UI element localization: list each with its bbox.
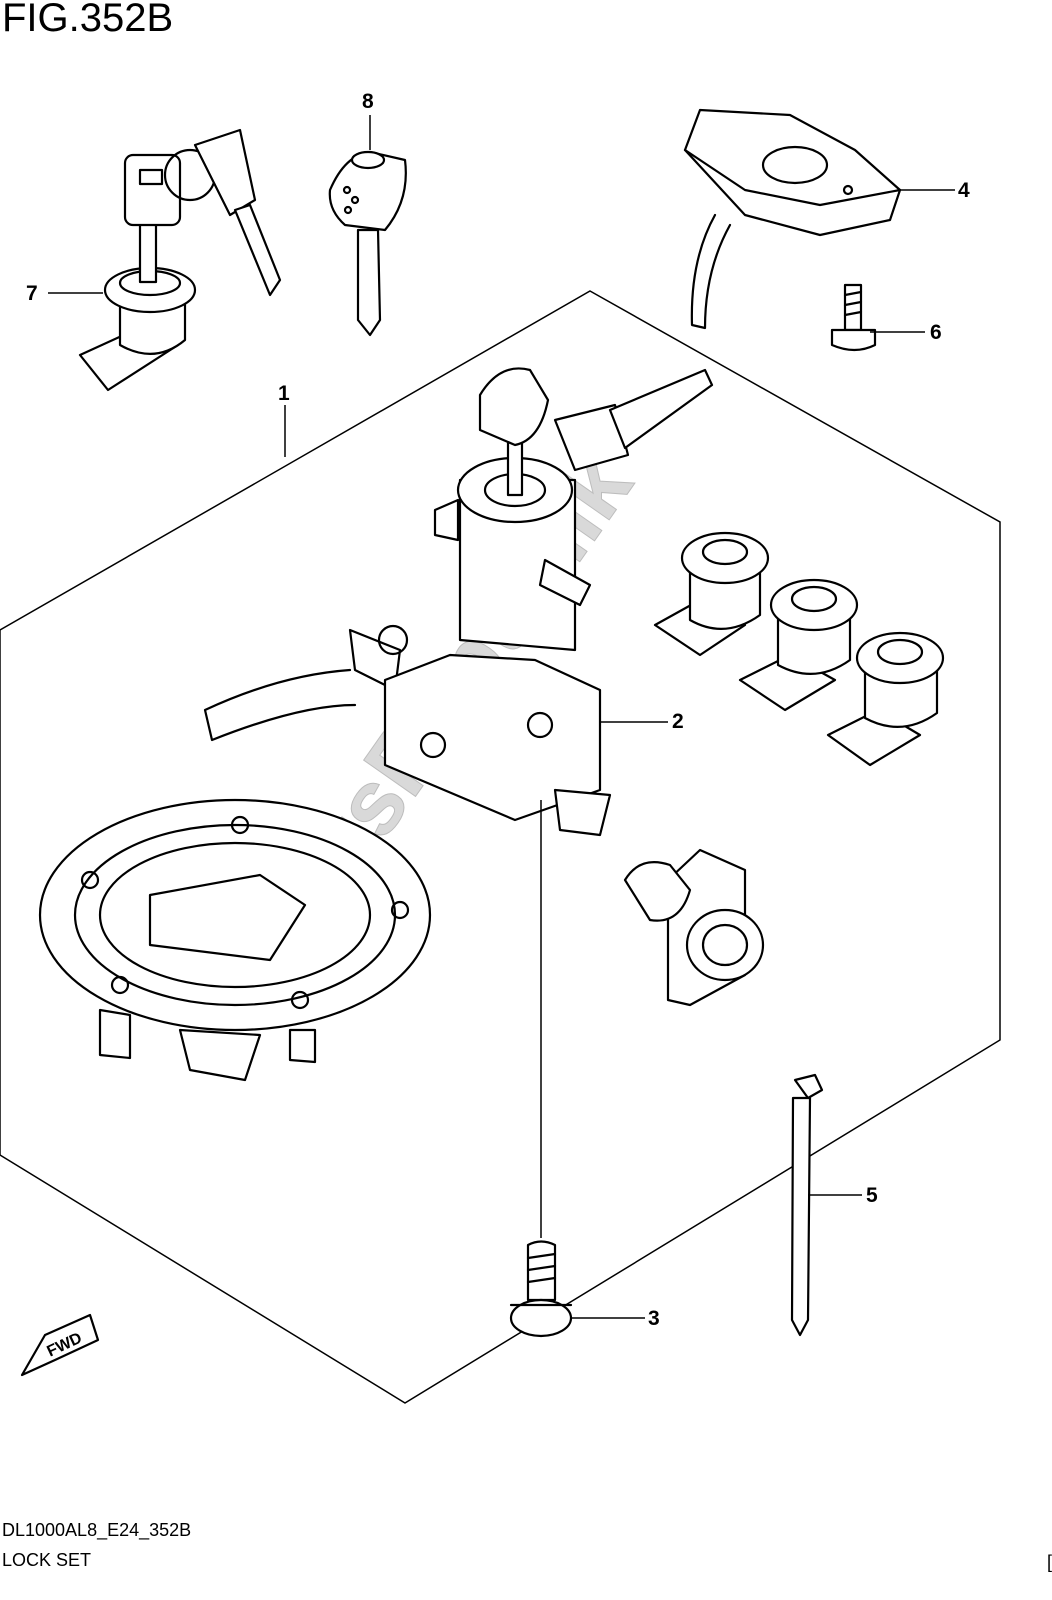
fwd-direction-badge: FWD bbox=[20, 1313, 100, 1377]
part-3-bolt bbox=[509, 1240, 573, 1338]
part-7-lock-cylinder bbox=[78, 128, 282, 392]
callout-6: 6 bbox=[930, 321, 942, 344]
fuel-cap bbox=[38, 798, 432, 1082]
part-8-key bbox=[328, 150, 407, 337]
callout-7: 7 bbox=[26, 282, 38, 305]
figure-description: LOCK SET bbox=[2, 1550, 92, 1570]
callout-3: 3 bbox=[648, 1307, 660, 1330]
lock-cylinder-c bbox=[826, 631, 945, 767]
corner-mark: [ bbox=[1046, 1552, 1052, 1572]
callout-8: 8 bbox=[362, 90, 374, 113]
lock-cylinder-b bbox=[738, 578, 859, 712]
ignition-switch bbox=[203, 367, 714, 837]
part-6-bolt bbox=[830, 283, 877, 352]
callout-2: 2 bbox=[672, 710, 684, 733]
figure-title: FIG.352B bbox=[2, 0, 174, 40]
assembly-outline bbox=[0, 290, 1001, 1404]
seat-lock bbox=[623, 848, 765, 1007]
callout-5: 5 bbox=[866, 1184, 878, 1207]
leader-lines bbox=[48, 115, 955, 1319]
callout-1: 1 bbox=[278, 382, 290, 405]
lock-cylinder-a bbox=[653, 531, 770, 657]
part-4-cover bbox=[683, 108, 902, 330]
figure-code: DL1000AL8_E24_352B bbox=[2, 1520, 192, 1540]
part-5-cable-tie bbox=[790, 1073, 824, 1337]
callout-4: 4 bbox=[958, 179, 970, 202]
